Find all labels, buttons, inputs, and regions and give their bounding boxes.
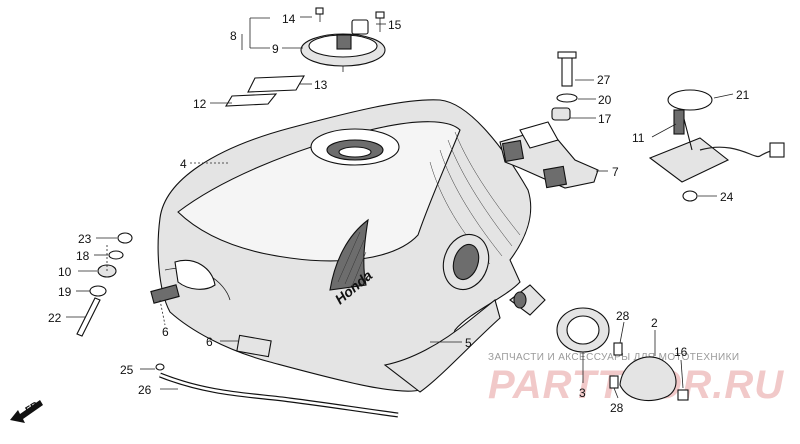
callout-13: 13 <box>314 78 328 92</box>
callout-2: 2 <box>651 316 658 330</box>
leader-lines <box>66 16 734 399</box>
tank-side-recess <box>174 260 216 290</box>
callout-19: 19 <box>58 285 72 299</box>
callout-27: 27 <box>597 73 611 87</box>
fuel-unit-connector <box>769 142 785 158</box>
screw-28-lower <box>609 375 619 389</box>
arrow-icon <box>10 400 43 423</box>
callout-10: 10 <box>58 265 72 279</box>
callout-20: 20 <box>598 93 612 107</box>
clip-6-lower <box>236 334 272 358</box>
washer-20 <box>556 93 578 103</box>
callout-25: 25 <box>120 363 134 377</box>
seal-12 <box>224 93 278 107</box>
callout-8: 8 <box>230 29 237 43</box>
fuel-unit-flange <box>648 137 730 183</box>
screw-15-icon <box>375 11 385 19</box>
callout-22: 22 <box>48 311 62 325</box>
callout-18: 18 <box>76 249 90 263</box>
collar-19 <box>89 285 107 297</box>
callout-24: 24 <box>720 190 734 204</box>
bracket-tab <box>519 121 559 149</box>
callout-28-upper: 28 <box>616 309 630 323</box>
bracket-rubber-right <box>542 165 568 189</box>
screw-14-icon <box>315 7 324 15</box>
mount-hardware <box>551 51 578 121</box>
clip-25 <box>155 363 165 371</box>
fuel-unit-sender <box>673 109 685 135</box>
bolt-27-head <box>557 51 577 59</box>
cock-body-small <box>509 284 546 316</box>
callout-17: 17 <box>598 112 612 126</box>
fuel-cap <box>300 7 386 72</box>
callout-labels: 14 15 8 9 13 12 4 27 20 17 7 21 11 24 23… <box>48 12 750 415</box>
cap-key-housing <box>351 19 369 35</box>
callout-12: 12 <box>193 97 207 111</box>
callout-5: 5 <box>465 336 472 350</box>
callout-6-upper: 6 <box>162 325 169 339</box>
gauge-opening-inner <box>452 243 480 281</box>
screw-16 <box>677 389 689 401</box>
o-ring-21 <box>667 89 713 111</box>
callout-23: 23 <box>78 232 92 246</box>
fuel-unit <box>648 89 785 202</box>
valve-cover-2 <box>619 356 677 402</box>
callout-9: 9 <box>272 42 279 56</box>
collar-17 <box>551 107 571 121</box>
washer-18 <box>108 250 124 260</box>
callout-14: 14 <box>282 12 296 26</box>
tank-flange <box>383 299 501 393</box>
cap-23 <box>117 232 133 244</box>
mount-bracket <box>499 121 599 189</box>
callout-21: 21 <box>736 88 750 102</box>
callout-6-lower: 6 <box>206 335 213 349</box>
callout-26: 26 <box>138 383 152 397</box>
callout-11: 11 <box>632 131 645 145</box>
filler-neck <box>338 146 372 158</box>
bolt-27 <box>561 55 573 87</box>
callout-16: 16 <box>674 345 688 359</box>
callout-28-lower: 28 <box>610 401 624 415</box>
nut-24 <box>682 190 698 202</box>
tank-shading <box>429 131 521 265</box>
callout-7: 7 <box>612 165 619 179</box>
seal-13 <box>247 75 305 93</box>
bolt-22 <box>76 297 101 337</box>
clip-6-upper <box>150 284 180 304</box>
wing-emblem-icon <box>329 218 369 291</box>
bracket-rubber-left <box>501 139 525 163</box>
callout-4: 4 <box>180 157 187 171</box>
callout-3: 3 <box>579 386 586 400</box>
watermark-tagline: ЗАПЧАСТИ И АКСЕССУАРЫ ДЛЯ МОТОТЕХНИКИ <box>488 352 739 363</box>
front-direction-arrow: FR. <box>10 399 43 423</box>
fuel-tank: Honda <box>157 99 532 393</box>
cap-lock <box>336 34 352 50</box>
left-hardware <box>76 232 272 358</box>
screw-28-upper <box>613 342 623 356</box>
callout-15: 15 <box>388 18 402 32</box>
